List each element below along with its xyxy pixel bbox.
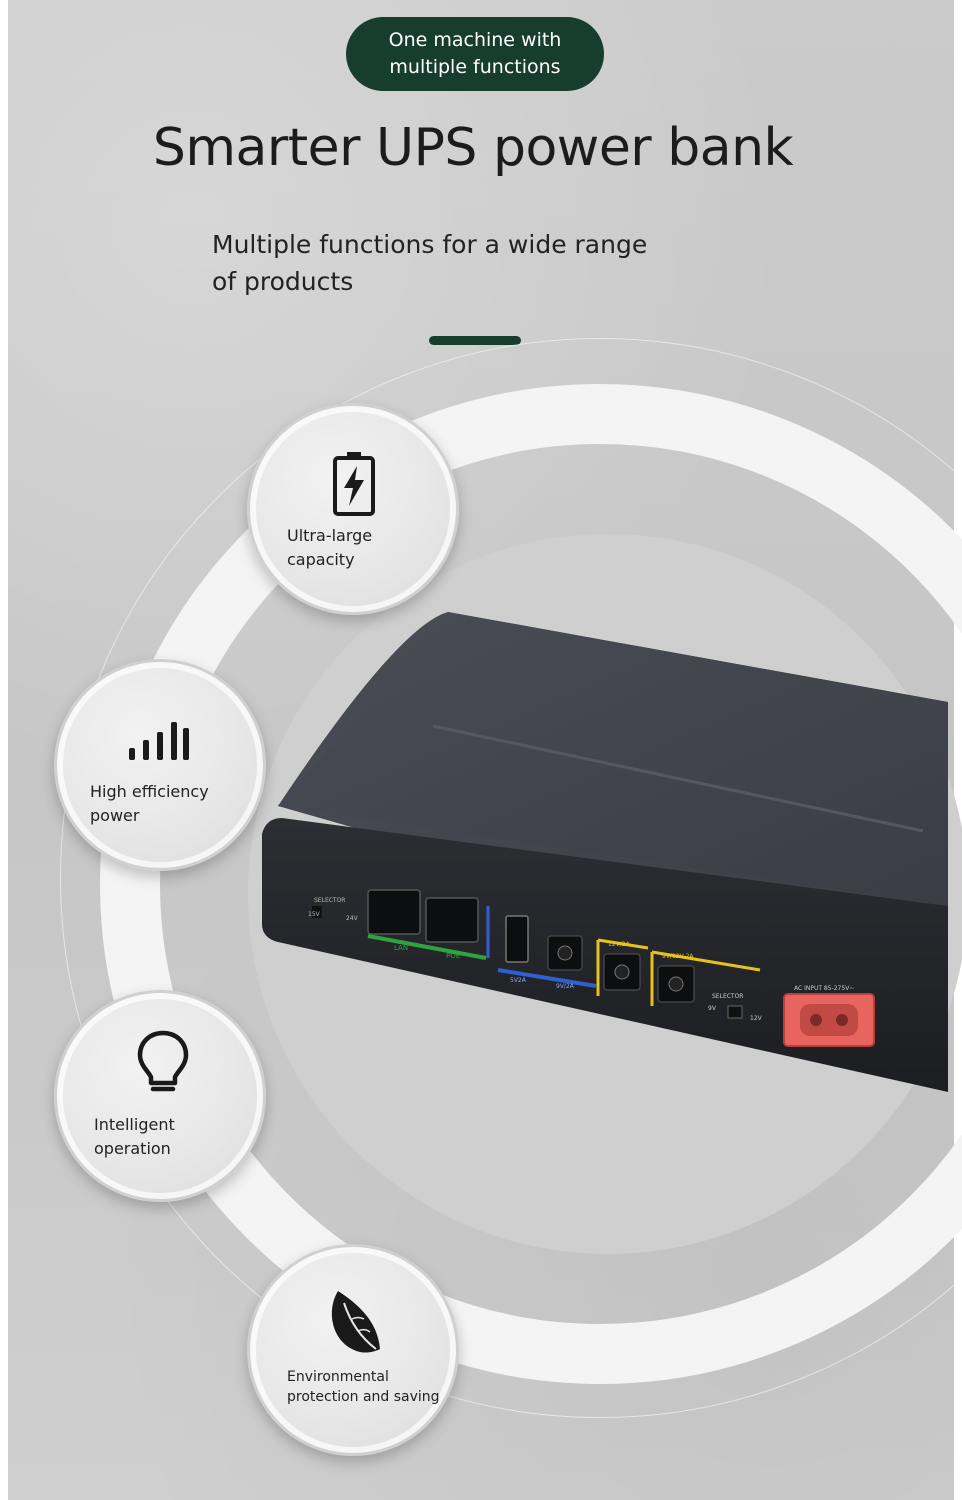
lightbulb-icon <box>137 1030 189 1092</box>
selector-24v-label: 24V <box>346 915 359 922</box>
leaf-icon <box>331 1291 380 1353</box>
feature-intelligent-operation: Intelligent operation <box>54 990 266 1202</box>
selector-9v-label: 9V <box>708 1005 717 1012</box>
feature-ultra-large-capacity: Ultra-large capacity <box>247 403 459 615</box>
accent-divider <box>429 336 521 345</box>
feature-badge: One machine with multiple functions <box>346 17 604 91</box>
lan-label: LAN <box>394 944 408 952</box>
dc-yellow-label-1: 12V/2A <box>608 941 631 948</box>
selector-15v-label: 15V <box>308 911 321 918</box>
battery-charging-icon <box>333 452 375 516</box>
dc-blue-label: 9V/2A <box>556 983 575 990</box>
ups-device-image: SELECTOR 15V 24V LAN POE 5V2A 9V/2A 12V/… <box>262 612 948 1092</box>
feature-label: Intelligent operation <box>94 1115 175 1158</box>
feature-environmental-protection: Environmental protection and saving <box>247 1244 459 1456</box>
ac-input-label: AC INPUT 85-275V~ <box>794 985 854 992</box>
page-title: Smarter UPS power bank <box>152 118 794 178</box>
poe-label: POE <box>446 952 460 960</box>
feature-label: High efficiency power <box>90 782 209 825</box>
feature-high-efficiency-power: High efficiency power <box>54 659 266 871</box>
feature-label: Ultra-large capacity <box>287 526 373 569</box>
signal-bars-icon <box>129 722 189 760</box>
page-subtitle: Multiple functions for a wide range of p… <box>212 230 648 296</box>
feature-label: Environmental protection and saving <box>287 1369 440 1405</box>
badge-line-1: One machine with <box>388 29 562 51</box>
selector-12v-label: 12V <box>750 1015 763 1022</box>
badge-line-2: multiple functions <box>389 56 561 78</box>
left-border <box>0 0 8 1500</box>
dc-yellow-label-2: 9V/12V 2A <box>662 953 694 960</box>
usb-label: 5V2A <box>510 977 527 984</box>
selector-label-left: SELECTOR <box>314 897 345 904</box>
selector-label-right: SELECTOR <box>712 993 743 1000</box>
